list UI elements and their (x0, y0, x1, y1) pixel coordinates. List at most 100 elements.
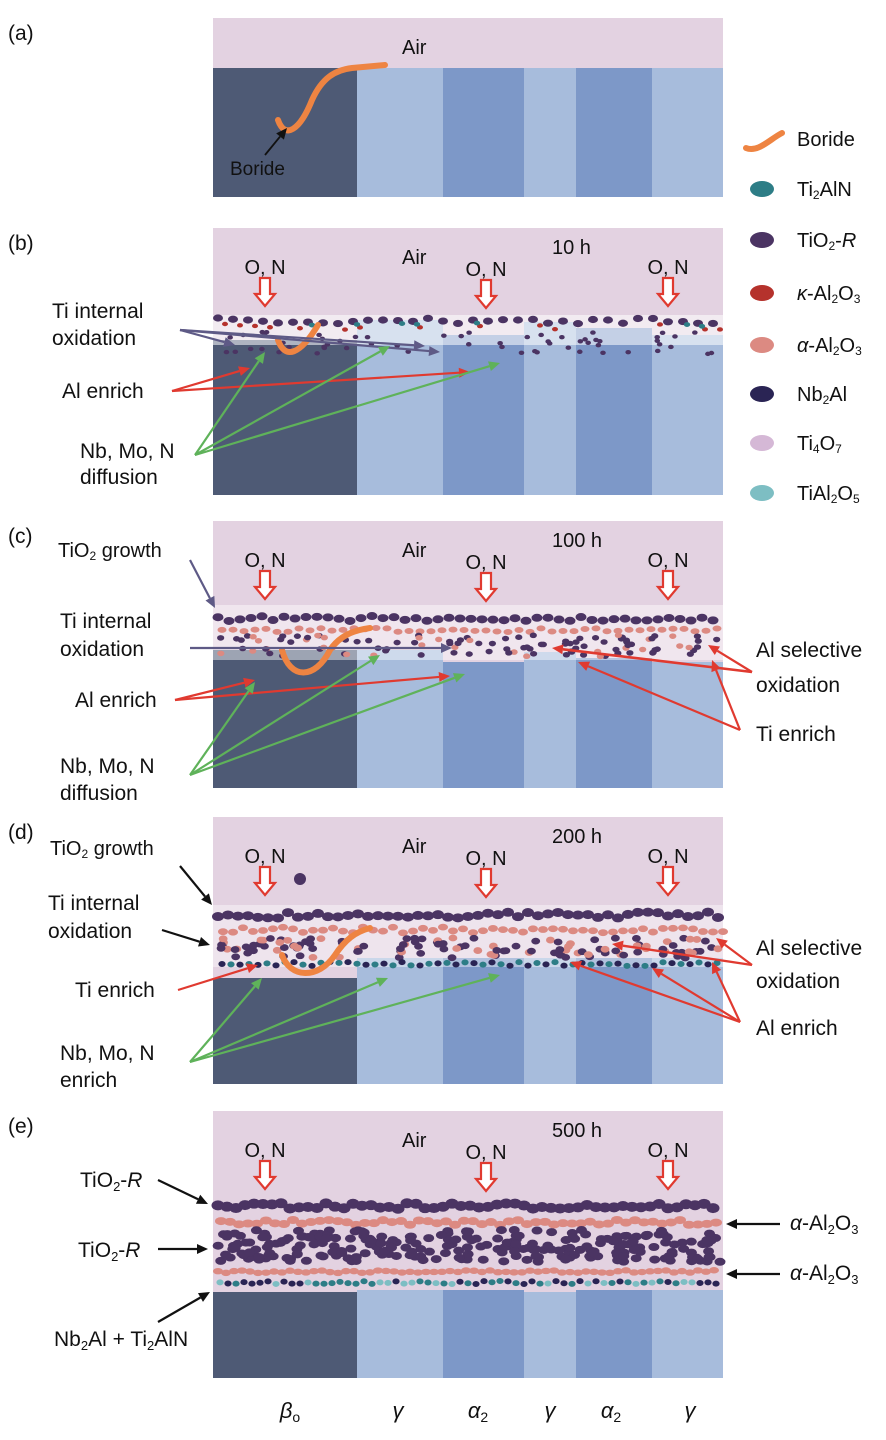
gas-label-O-N: O, N (647, 550, 688, 572)
alpha-al2o3-particle (449, 1220, 461, 1229)
alpha-al2o3-particle (581, 1268, 591, 1275)
ti-enrich-arrow (177, 963, 258, 992)
alpha-al2o3-particle (218, 928, 228, 936)
tio2-particle (492, 1234, 504, 1243)
tio2-particle (472, 910, 484, 920)
tio2-particle (469, 934, 479, 942)
nb2al-particle (272, 962, 280, 969)
alpha-al2o3-particle (693, 1267, 703, 1274)
nb2al-particle (528, 1278, 536, 1285)
ti-internal-label: Ti internal (48, 892, 139, 915)
legend-item-ti2aln: Ti2AlN (750, 179, 852, 202)
oxygen-nitrogen-arrow (655, 1159, 681, 1191)
air-label: Air (402, 247, 427, 269)
alpha-al2o3-particle (573, 1269, 583, 1276)
alpha-al2o3-particle (575, 1219, 587, 1228)
tio2-particle (522, 908, 534, 918)
nb2al-particle (256, 1279, 264, 1286)
alpha-al2o3-particle (437, 627, 447, 634)
tio2-particle (376, 1232, 388, 1241)
tio2-particle (618, 319, 628, 327)
alpha-al2o3-particle (413, 1216, 425, 1225)
tio2-particle (465, 342, 472, 347)
tio2-particle (499, 344, 505, 350)
tio2-particle (652, 908, 664, 918)
tial2o5-particle (544, 1280, 552, 1287)
tio2-particle (485, 648, 493, 655)
panel-label: (e) (8, 1115, 34, 1138)
tio2-particle (344, 1234, 356, 1243)
al-enrich-label: Al enrich (75, 689, 157, 712)
alpha-al2o3-particle (547, 628, 557, 635)
boride-pointer-arrow (264, 128, 287, 156)
nb2al-particle (520, 1280, 528, 1287)
alpha-al2o3-particle (397, 1269, 407, 1276)
substrate-gamma (652, 662, 723, 788)
alpha-al2o3-particle (341, 1267, 351, 1275)
tio2-particle (558, 317, 568, 325)
diffusion-label: Nb, Mo, N (80, 440, 175, 463)
nb2al-particle (632, 962, 640, 969)
nb2al-particle (488, 959, 496, 966)
tio2-r-arrow (157, 1179, 208, 1204)
oxygen-nitrogen-arrow (473, 1161, 499, 1193)
diffusion-arrow (189, 973, 500, 1064)
tial2o5-particle (384, 1279, 392, 1286)
tio2-particle (628, 1246, 640, 1255)
alpha-al2o3-particle (467, 1217, 479, 1226)
alpha-al2o3-particle (258, 927, 268, 934)
nb2al-particle (456, 1278, 464, 1285)
legend-item-boride: Boride (743, 129, 855, 153)
alpha-al2o3-particle (628, 927, 638, 935)
tio2-particle (470, 1234, 482, 1243)
alpha-al2o3-arrow (726, 1219, 780, 1229)
tio2-particle (585, 340, 591, 345)
al-enrich-label: Al enrich (756, 1017, 838, 1040)
nb2al-particle (392, 1278, 400, 1285)
ti2aln-particle (425, 960, 433, 967)
tio2-particle (256, 612, 268, 621)
ti2aln-particle (389, 962, 397, 969)
nb2al-particle (560, 962, 568, 969)
alpha-al2o3-particle (600, 945, 610, 953)
ti2aln-particle (416, 1278, 424, 1285)
ti2aln-particle (336, 1278, 344, 1285)
alpha-al2o3-particle (285, 1267, 295, 1274)
alpha-al2o3-particle (389, 1268, 399, 1275)
tial2o5-particle (648, 1279, 656, 1286)
alpha-al2o3-particle (549, 1267, 559, 1274)
ti2aln-particle (568, 1280, 576, 1287)
tio2-particle (686, 651, 694, 657)
tial2o5-particle (432, 1280, 440, 1287)
tio2-particle (232, 349, 239, 355)
oxygen-nitrogen-arrow (252, 569, 278, 601)
alpha-al2o3-particle (568, 927, 578, 935)
nb2al-particle (416, 962, 424, 969)
alpha-al2o3-particle (261, 625, 271, 632)
substrate-beta (213, 650, 357, 788)
alpha-al2o3-particle (598, 929, 608, 937)
al-enrich-arrow (171, 366, 250, 393)
alpha-al2o3-particle (639, 646, 647, 653)
tio2-particle (703, 1229, 715, 1238)
tio2-particle (694, 638, 702, 644)
alpha-al2o3-particle (435, 636, 443, 643)
substrate-gamma (524, 958, 576, 1084)
tio2-particle (553, 938, 563, 946)
tio2-particle (311, 612, 323, 621)
tio2-particle (234, 615, 246, 624)
tio2-particle (266, 935, 275, 942)
gas-label-O-N: O, N (647, 846, 688, 868)
diffusion-arrow (189, 682, 255, 776)
nb2al-particle-icon (750, 386, 774, 402)
ti2aln-particle (713, 959, 721, 966)
alpha-al2o3-particle (404, 1220, 416, 1229)
alpha-al2o3-particle (260, 1216, 272, 1225)
alpha-al2o3-particle (314, 1216, 326, 1225)
tio2-particle (483, 317, 493, 325)
tio2-particle (572, 910, 584, 920)
tio2-particle (417, 935, 427, 943)
oxygen-nitrogen-arrow (473, 278, 499, 310)
al-selective-label: oxidation (756, 970, 840, 993)
enrich-label: enrich (60, 1069, 117, 1092)
